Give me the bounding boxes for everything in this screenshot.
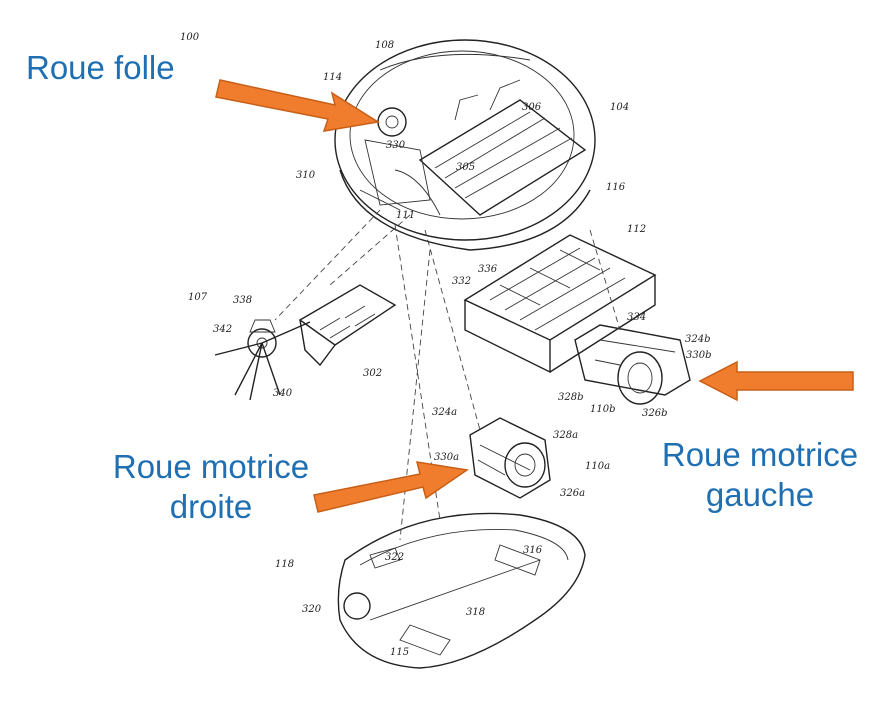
ref-340: 340 [273, 388, 293, 399]
ref-118: 118 [275, 559, 294, 570]
label-left-line1: Roue motrice [661, 436, 859, 473]
ref-334: 334 [627, 312, 646, 323]
ref-306: 306 [522, 102, 542, 113]
label-right-line1: Roue motrice [112, 448, 310, 485]
ref-115: 115 [390, 647, 409, 658]
ref-342: 342 [213, 324, 232, 335]
ref-316: 316 [523, 545, 543, 556]
ref-320: 320 [302, 604, 322, 615]
side-brush [214, 319, 311, 401]
label-left-line2: gauche [705, 476, 815, 513]
ref-111: 111 [396, 210, 415, 221]
ref-112: 112 [627, 224, 646, 235]
left-wheel-module [574, 324, 691, 405]
arrow-right-wheel [313, 461, 469, 513]
arrow-left-wheel [698, 360, 854, 402]
ref-108: 108 [375, 40, 394, 51]
right-wheel-module [469, 417, 551, 499]
ref-114: 114 [323, 72, 342, 83]
ref-324a: 324a [432, 407, 457, 418]
ref-107: 107 [188, 292, 208, 303]
robot-body-top [334, 39, 596, 251]
bottom-plate [337, 512, 586, 669]
ref-100: 100 [180, 32, 200, 43]
ref-110a: 110a [585, 461, 610, 472]
reference-numerals: 100 108 114 306 104 330 305 116 310 111 … [180, 32, 712, 658]
ref-330a: 330a [434, 452, 459, 463]
ref-110b: 110b [590, 404, 616, 415]
label-right-drive-wheel: Roue motrice droite [95, 447, 327, 527]
ref-326a: 326a [560, 488, 585, 499]
ref-326b: 326b [642, 408, 668, 419]
bin-tray [463, 234, 657, 374]
ref-104: 104 [610, 102, 629, 113]
cover-plate [298, 284, 397, 367]
callout-arrows [215, 79, 854, 513]
label-right-line2: droite [169, 488, 253, 525]
ref-302: 302 [363, 368, 382, 379]
ref-322: 322 [385, 552, 404, 563]
ref-328a: 328a [553, 430, 578, 441]
ref-116: 116 [606, 182, 626, 193]
ref-328b: 328b [558, 392, 584, 403]
ref-332: 332 [452, 276, 471, 287]
ref-330: 330 [386, 140, 406, 151]
arrow-caster [215, 79, 381, 132]
label-left-drive-wheel: Roue motrice gauche [644, 435, 876, 515]
ref-310: 310 [296, 170, 316, 181]
label-caster-wheel: Roue folle [26, 49, 175, 86]
ref-330b: 330b [686, 350, 712, 361]
ref-338: 338 [233, 295, 252, 306]
ref-336: 336 [478, 264, 498, 275]
ref-324b: 324b [685, 334, 711, 345]
ref-318: 318 [466, 607, 485, 618]
ref-305: 305 [456, 162, 475, 173]
